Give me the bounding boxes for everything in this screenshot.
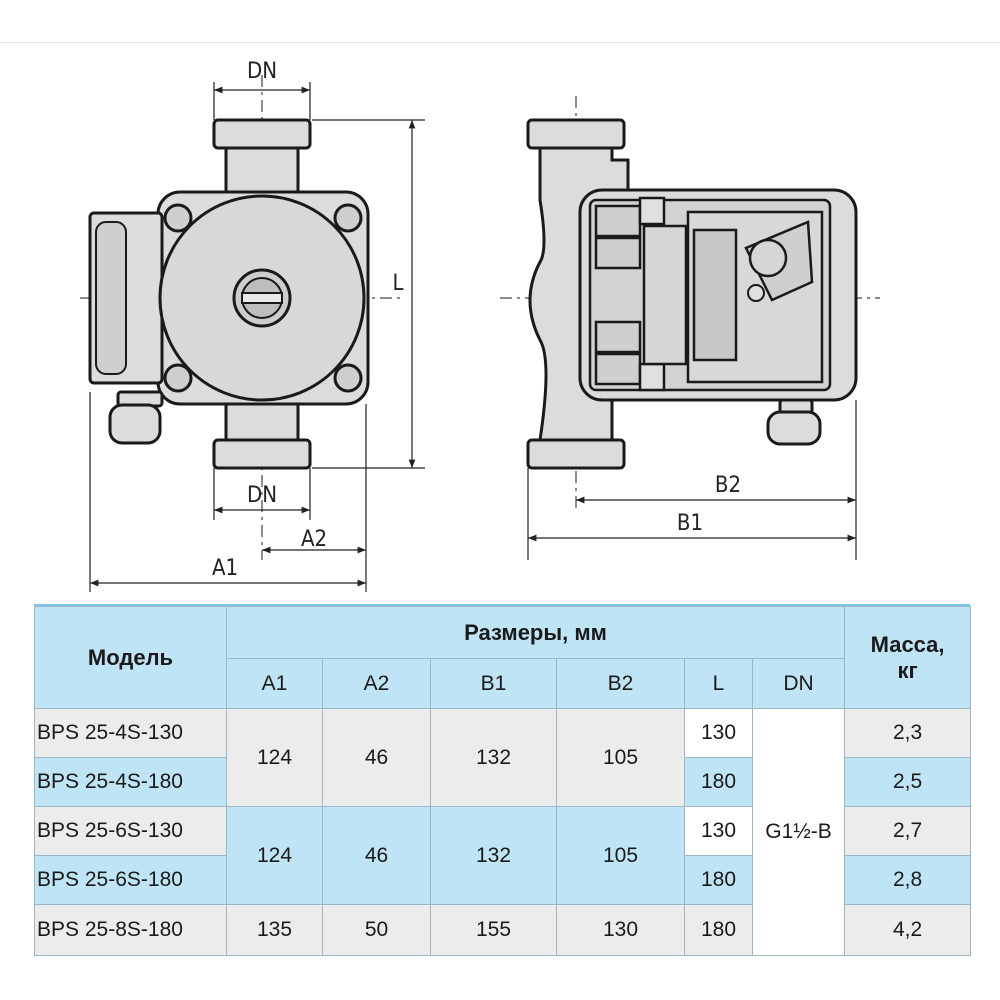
model-header: Модель	[34, 606, 227, 709]
l-cell: 130	[684, 708, 753, 758]
model-cell: BPS 25-8S-180	[34, 904, 227, 956]
l-cell: 180	[684, 757, 753, 807]
mass-header: Масса, кг	[844, 606, 972, 709]
dimensions-header: Размеры, мм	[225, 606, 846, 659]
dn-cell: G1½-B	[751, 708, 846, 956]
l-cell: 130	[684, 806, 753, 856]
l-label: L	[392, 271, 403, 296]
model-cell: BPS 25-4S-130	[34, 708, 227, 758]
mass-cell: 2,8	[844, 855, 972, 905]
col-b1: B1	[430, 658, 557, 709]
mass-cell: 2,5	[844, 757, 972, 807]
a2-label: A2	[301, 527, 327, 552]
mass-cell: 2,7	[844, 806, 972, 856]
col-a2: A2	[322, 658, 431, 709]
b1-label: B1	[677, 511, 703, 536]
b2-cell: 130	[556, 904, 685, 956]
pump-technical-drawing: DN DN A2 A1 L B2 B1	[80, 59, 880, 592]
a2-cell: 46	[322, 806, 431, 905]
front-dimensions	[89, 82, 425, 592]
a1-cell: 135	[226, 904, 323, 956]
top-divider	[0, 42, 1000, 43]
specifications-table: Модель Размеры, мм Масса, кг A1 A2 B1 B2…	[34, 606, 972, 956]
b2-cell: 105	[556, 806, 685, 905]
b2-label: B2	[715, 473, 741, 498]
b1-cell: 132	[430, 806, 557, 905]
a2-cell: 46	[322, 708, 431, 807]
col-b2: B2	[556, 658, 685, 709]
front-view	[80, 75, 400, 560]
table-row: BPS 25-6S-180 180 2,8	[34, 855, 972, 905]
b1-cell: 155	[430, 904, 557, 956]
dn-top-label: DN	[247, 59, 277, 84]
table-row: BPS 25-4S-130 124 46 132 105 130 G1½-B 2…	[34, 708, 972, 956]
l-cell: 180	[684, 904, 753, 956]
a2-cell: 50	[322, 904, 431, 956]
col-l: L	[684, 658, 753, 709]
mass-cell: 2,3	[844, 708, 972, 758]
mass-header-line2: кг	[897, 657, 918, 683]
model-cell: BPS 25-4S-180	[34, 757, 227, 807]
table-row: BPS 25-4S-180 180 2,5	[34, 757, 972, 807]
side-dimensions	[527, 400, 857, 560]
mass-header-line1: Масса,	[870, 631, 945, 657]
table-row: BPS 25-8S-180 135 50 155 130 180 4,2	[34, 904, 972, 956]
table-row: BPS 25-6S-130 124 46 132 105 130 2,7	[34, 806, 972, 905]
b2-cell: 105	[556, 708, 685, 807]
a1-label: A1	[212, 556, 238, 581]
col-a1: A1	[226, 658, 323, 709]
a1-cell: 124	[226, 806, 323, 905]
model-cell: BPS 25-6S-130	[34, 806, 227, 856]
col-dn: DN	[751, 658, 846, 709]
model-cell: BPS 25-6S-180	[34, 855, 227, 905]
mass-cell: 4,2	[844, 904, 972, 956]
dn-bottom-label: DN	[247, 483, 277, 508]
l-cell: 180	[684, 855, 753, 905]
b1-cell: 132	[430, 708, 557, 807]
a1-cell: 124	[226, 708, 323, 807]
side-view	[500, 96, 880, 510]
